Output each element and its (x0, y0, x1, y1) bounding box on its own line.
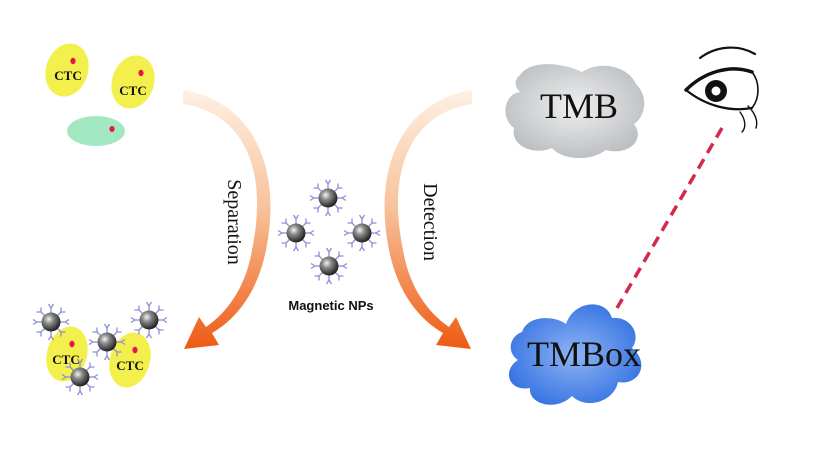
captured-ctc-cell-right: CTC (109, 332, 151, 388)
nucleus-icon (138, 69, 144, 77)
tmb-cloud: TMB (505, 64, 645, 159)
detection-dashed-line (615, 127, 724, 309)
magnetic-nanoparticle-icon (309, 179, 347, 217)
captured-ctc-cell-left: CTC (46, 326, 88, 382)
normal-cell (67, 116, 125, 146)
nucleus-icon (69, 340, 75, 348)
detection-arrow (384, 90, 472, 349)
ctc-label: CTC (116, 358, 143, 373)
tmb-label: TMB (540, 86, 618, 126)
separation-label: Separation (223, 179, 245, 265)
magnetic-nanoparticle-icon (277, 214, 315, 252)
magnetic-nanoparticle-icon (310, 247, 348, 285)
ctc-label: CTC (52, 352, 79, 367)
magnetic-nanoparticle-icon (130, 301, 168, 339)
ctc-cell-top-right: CTC (111, 55, 155, 109)
magnetic-nanoparticle-cluster (277, 179, 381, 285)
ctc-label: CTC (54, 68, 81, 83)
nucleus-icon (132, 346, 138, 354)
tmbox-label: TMBox (527, 334, 641, 374)
tmbox-cloud: TMBox (508, 304, 642, 405)
ctc-label: CTC (119, 83, 146, 98)
separation-arrow (183, 90, 271, 349)
nucleus-icon (109, 126, 115, 132)
nucleus-icon (70, 57, 76, 65)
magnetic-nps-label: Magnetic NPs (288, 298, 373, 313)
ctc-cell-top-left: CTC (45, 43, 89, 97)
detection-label: Detection (419, 183, 441, 261)
eye-icon (684, 46, 759, 133)
magnetic-nanoparticle-icon (343, 214, 381, 252)
